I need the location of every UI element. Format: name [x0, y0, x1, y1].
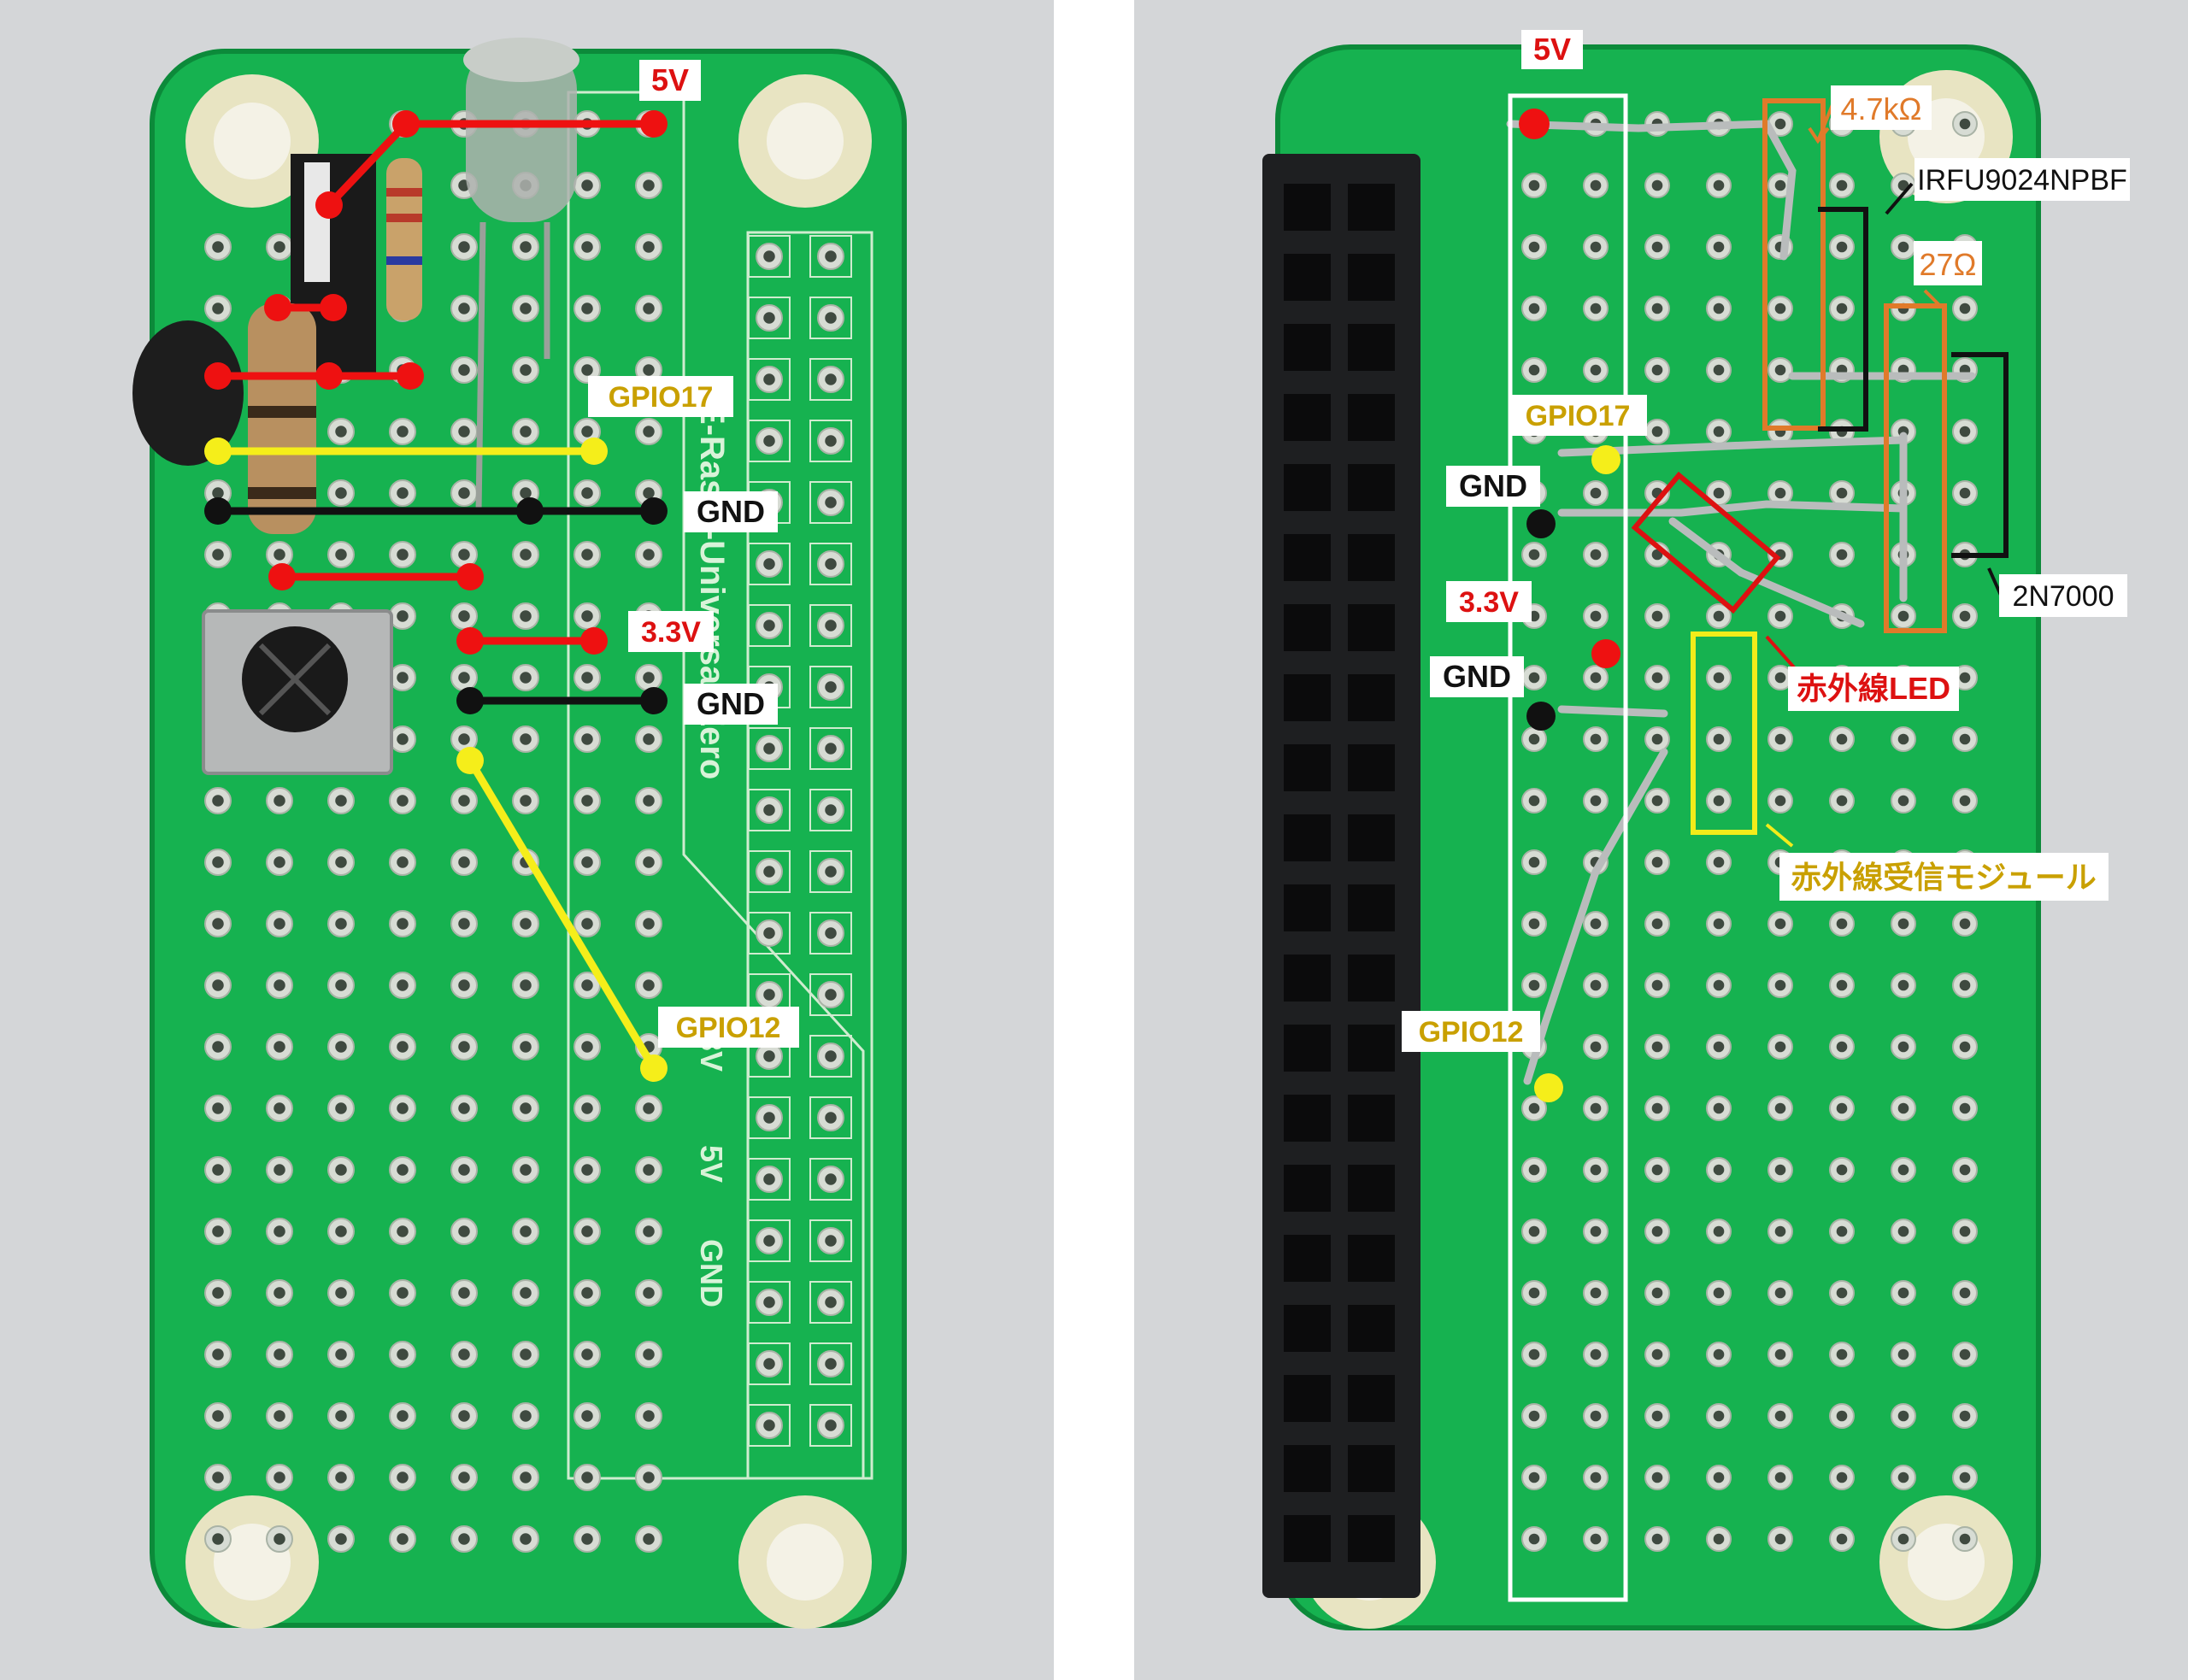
label-3-3v: 3.3V — [1446, 581, 1532, 622]
wire-marks — [218, 120, 657, 1071]
board-photo-back: 5V 4.7kΩ IRFU9024NPBF 27Ω GPIO17 GND 3.3… — [1134, 0, 2188, 1680]
svg-text:GND: GND — [697, 494, 765, 529]
label-gnd: GND — [684, 684, 778, 725]
label-gpio17: GPIO17 — [588, 376, 733, 417]
label-irfu9024npbf: IRFU9024NPBF — [1914, 158, 2130, 201]
svg-text:IRFU9024NPBF: IRFU9024NPBF — [1917, 164, 2127, 197]
resistor-4k7-highlight — [1762, 98, 1826, 431]
svg-text:5V: 5V — [651, 62, 689, 97]
svg-text:GND: GND — [697, 686, 765, 721]
resistor-component — [386, 158, 422, 320]
label-5v: 5V — [1521, 30, 1583, 69]
svg-text:2N7000: 2N7000 — [2012, 580, 2114, 613]
resistor-component — [248, 303, 316, 534]
svg-text:5V: 5V — [1533, 32, 1571, 67]
board-photo-front: E-Raspi-Universal-Zero 3V 5V GND — [0, 0, 1054, 1680]
svg-text:3.3V: 3.3V — [641, 616, 701, 649]
label-4-7k-ohm: 4.7kΩ — [1831, 85, 1932, 130]
label-gpio17: GPIO17 — [1509, 395, 1647, 436]
label-27-ohm: 27Ω — [1914, 241, 1982, 285]
mosfet-component — [291, 154, 376, 376]
ir-receiver-component — [202, 609, 393, 775]
svg-text:赤外線受信モジュール: 赤外線受信モジュール — [1791, 860, 2096, 895]
label-gpio12: GPIO12 — [1402, 1011, 1540, 1052]
wire-endpoints — [204, 110, 668, 1082]
svg-text:GND: GND — [1459, 468, 1527, 503]
pcb-board — [152, 51, 904, 1625]
label-gnd: GND — [1446, 466, 1540, 507]
svg-text:GPIO12: GPIO12 — [1419, 1016, 1524, 1049]
svg-text:4.7kΩ: 4.7kΩ — [1841, 91, 1922, 126]
transistor-component — [132, 320, 244, 466]
svg-text:赤外線LED: 赤外線LED — [1797, 671, 1950, 706]
label-gnd: GND — [684, 491, 778, 532]
transistor-bracket — [1951, 352, 2009, 558]
silkscreen-gnd: GND — [694, 1239, 729, 1307]
mosfet-bracket — [1818, 207, 1868, 432]
power-rail-highlight — [1508, 93, 1628, 1602]
svg-text:GPIO17: GPIO17 — [609, 381, 714, 414]
label-ir-led: 赤外線LED — [1788, 667, 1959, 711]
ir-receiver-highlight — [1691, 631, 1757, 835]
svg-text:27Ω: 27Ω — [1920, 247, 1977, 282]
resistor-27-highlight — [1884, 303, 1947, 633]
gpio-header-pads — [748, 235, 852, 1447]
label-gnd: GND — [1430, 656, 1524, 697]
svg-text:GPIO12: GPIO12 — [676, 1012, 781, 1044]
label-ir-receiver-module: 赤外線受信モジュール — [1779, 853, 2109, 901]
label-2n7000: 2N7000 — [1999, 574, 2127, 617]
label-3-3v: 3.3V — [628, 611, 714, 652]
label-5v: 5V — [639, 60, 701, 101]
ir-led-component — [463, 38, 579, 514]
svg-text:3.3V: 3.3V — [1459, 586, 1519, 619]
silkscreen-5v: 5V — [694, 1145, 729, 1183]
svg-text:GND: GND — [1443, 659, 1511, 694]
gpio-header-connector — [1262, 154, 1420, 1598]
ir-led-highlight — [1631, 471, 1781, 614]
label-gpio12: GPIO12 — [658, 1007, 799, 1048]
svg-text:GPIO17: GPIO17 — [1526, 400, 1631, 432]
